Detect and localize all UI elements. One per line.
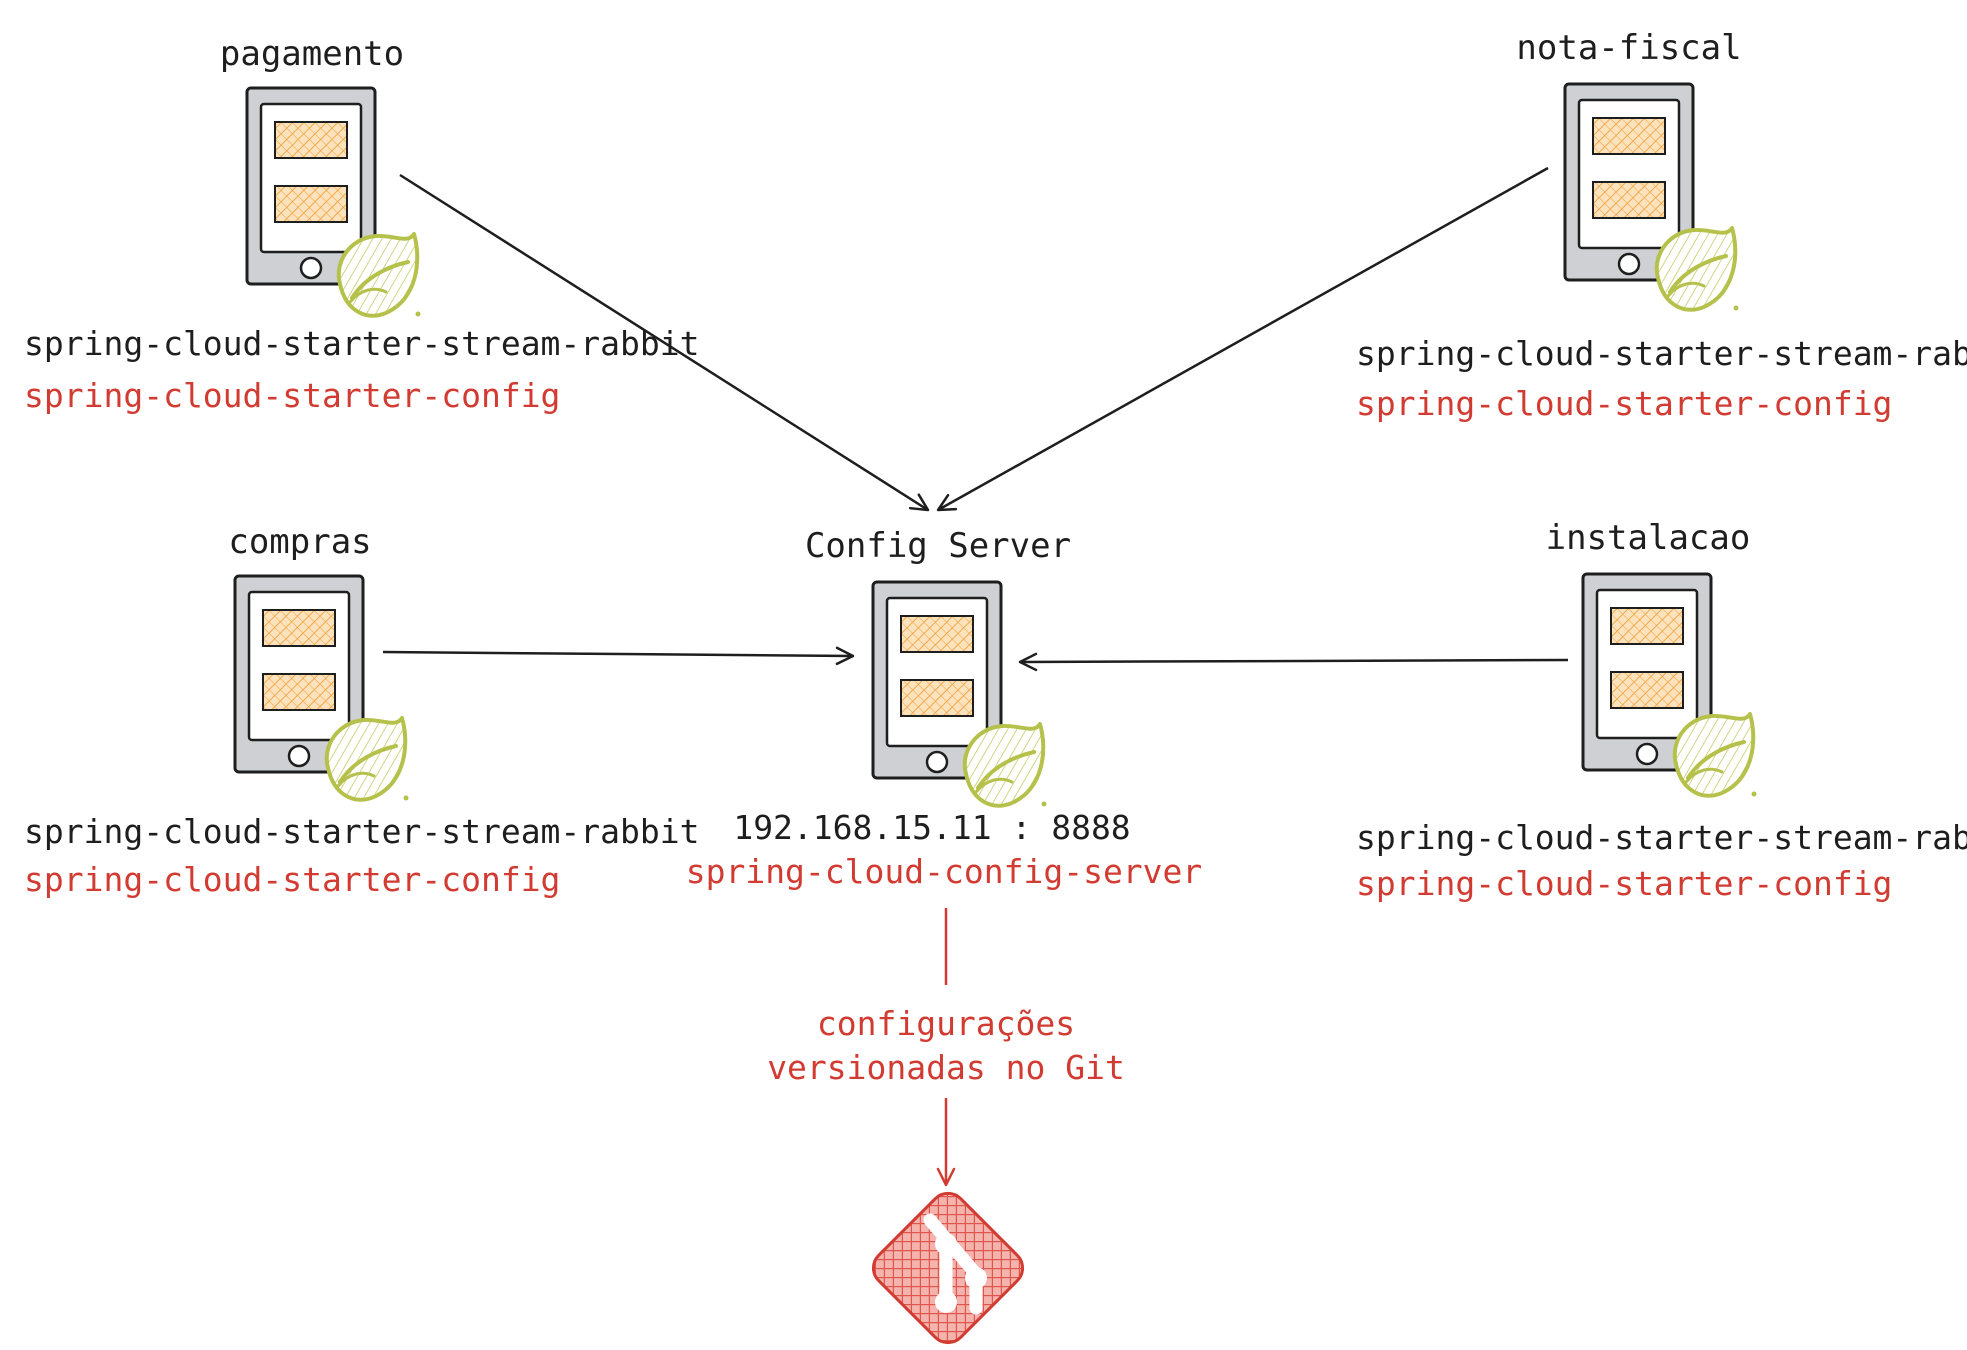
config-server-address: 192.168.15.11 : 8888 [733, 808, 1131, 847]
service-title-pagamento: pagamento [219, 34, 405, 74]
git-caption-line2: versionadas no Git [767, 1048, 1125, 1087]
dependency-config-server: spring-cloud-config-server [685, 852, 1203, 891]
config-server-title: Config Server [804, 526, 1072, 566]
dependency-stream-rabbit: spring-cloud-starter-stream-rabbit [1356, 818, 1967, 857]
git-caption-line1: configurações [816, 1004, 1076, 1043]
spring-icon [1672, 712, 1759, 799]
dependency-starter-config: spring-cloud-starter-config [1356, 384, 1893, 423]
arrow-instalacao-to-config [1018, 652, 1569, 672]
dependency-stream-rabbit: spring-cloud-starter-stream-rabbit [24, 812, 700, 851]
arrow-compras-to-config [382, 646, 855, 666]
dependency-starter-config: spring-cloud-starter-config [1356, 864, 1893, 903]
spring-icon [1654, 226, 1741, 313]
dependency-starter-config: spring-cloud-starter-config [24, 860, 561, 899]
spring-icon [962, 722, 1049, 809]
service-title-compras: compras [228, 522, 372, 562]
git-icon [871, 1191, 1025, 1345]
dependency-starter-config: spring-cloud-starter-config [24, 376, 561, 415]
service-title-instalacao: instalacao [1545, 518, 1751, 558]
service-title-nota-fiscal: nota-fiscal [1516, 28, 1742, 68]
dependency-stream-rabbit: spring-cloud-starter-stream-rabbit [1356, 334, 1967, 373]
dependency-stream-rabbit: spring-cloud-starter-stream-rabbit [24, 324, 700, 363]
arrow-nota-fiscal-to-config [936, 166, 1549, 512]
spring-icon [336, 232, 423, 319]
spring-icon [324, 716, 411, 803]
arrow-pagamento-to-config [399, 173, 930, 512]
